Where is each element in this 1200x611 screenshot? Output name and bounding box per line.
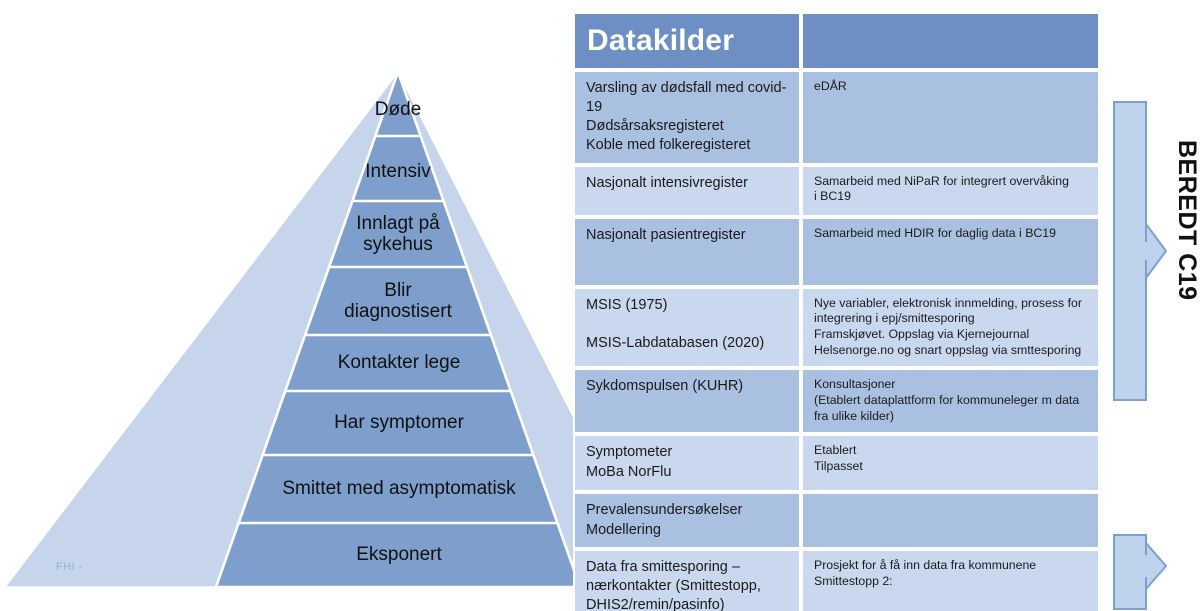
row-note bbox=[801, 492, 1100, 549]
row-source: Nasjonalt pasientregister bbox=[573, 216, 801, 287]
row-source: Symptometer MoBa NorFlu bbox=[573, 434, 801, 493]
table-header-datakilder: Datakilder bbox=[573, 12, 801, 70]
fhi-watermark: FHI - bbox=[56, 561, 83, 573]
row-source: Sykdomspulsen (KUHR) bbox=[573, 368, 801, 435]
table-row: Prevalensundersøkelser Modellering bbox=[573, 492, 1100, 549]
row-note: Samarbeid med NiPaR for integrert overvå… bbox=[801, 164, 1100, 217]
pyramid-level-dode: Døde bbox=[298, 93, 498, 127]
pyramid-level-label: Blir diagnostisert bbox=[344, 279, 452, 322]
table-row: Varsling av dødsfall med covid-19 Dødsår… bbox=[573, 70, 1100, 165]
beredt-arrow-lower-icon bbox=[1113, 534, 1168, 610]
row-source: Prevalensundersøkelser Modellering bbox=[573, 492, 801, 549]
pyramid-level-label: Smittet med asymptomatisk bbox=[282, 478, 516, 500]
pyramid-level-label: Eksponert bbox=[356, 544, 442, 566]
table-header-row: Datakilder bbox=[573, 12, 1100, 70]
table-row: Sykdomspulsen (KUHR) Konsultasjoner (Eta… bbox=[573, 368, 1100, 435]
row-source: Varsling av dødsfall med covid-19 Dødsår… bbox=[573, 70, 801, 165]
pyramid-level-smittet-med-asymptomatisk: Smittet med asymptomatisk bbox=[238, 472, 560, 506]
surveillance-pyramid: Døde Intensiv Innlagt på sykehus Blir di… bbox=[5, 72, 660, 587]
pyramid-level-innlagt-pa-sykehus: Innlagt på sykehus bbox=[288, 206, 508, 262]
row-note: Samarbeid med HDIR for daglig data i BC1… bbox=[801, 216, 1100, 287]
row-note: Nye variabler, elektronisk innmelding, p… bbox=[801, 286, 1100, 369]
pyramid-level-label: Døde bbox=[374, 99, 422, 121]
table-row: Nasjonalt intensivregister Samarbeid med… bbox=[573, 164, 1100, 217]
pyramid-level-label: Innlagt på sykehus bbox=[356, 212, 440, 255]
row-source: MSIS (1975) MSIS-Labdatabasen (2020) bbox=[573, 286, 801, 369]
table-row: MSIS (1975) MSIS-Labdatabasen (2020) Nye… bbox=[573, 286, 1100, 369]
pyramid-level-blir-diagnostisert: Blir diagnostisert bbox=[278, 273, 518, 329]
pyramid-level-kontakter-lege: Kontakter lege bbox=[268, 346, 530, 380]
pyramid-level-har-symptomer: Har symptomer bbox=[258, 406, 540, 440]
pyramid-level-label: Intensiv bbox=[365, 161, 431, 183]
pyramid-level-label: Har symptomer bbox=[334, 412, 464, 434]
row-note: Prosjekt for å få inn data fra kommunene… bbox=[801, 548, 1100, 611]
pyramid-level-intensiv: Intensiv bbox=[298, 155, 498, 189]
table-header-second-column bbox=[801, 12, 1100, 70]
row-note: Konsultasjoner (Etablert dataplattform f… bbox=[801, 368, 1100, 435]
table-row: Nasjonalt pasientregister Samarbeid med … bbox=[573, 216, 1100, 287]
table-row: Data fra smittesporing – nærkontakter (S… bbox=[573, 548, 1100, 611]
row-source: Data fra smittesporing – nærkontakter (S… bbox=[573, 548, 801, 611]
table-row: Symptometer MoBa NorFlu Etablert Tilpass… bbox=[573, 434, 1100, 493]
pyramid-level-label: Kontakter lege bbox=[337, 352, 461, 374]
pyramid-level-eksponert: Eksponert bbox=[228, 538, 570, 572]
table-header-title: Datakilder bbox=[587, 24, 735, 57]
row-note: Etablert Tilpasset bbox=[801, 434, 1100, 493]
row-note: eDÅR bbox=[801, 70, 1100, 165]
beredt-c19-title: BEREDT C19 bbox=[1173, 140, 1200, 301]
beredt-arrow-upper-icon bbox=[1113, 101, 1168, 401]
datakilder-table: Datakilder Varsling av dødsfall med covi… bbox=[573, 12, 1100, 611]
row-source: Nasjonalt intensivregister bbox=[573, 164, 801, 217]
pyramid-svg bbox=[5, 72, 660, 587]
